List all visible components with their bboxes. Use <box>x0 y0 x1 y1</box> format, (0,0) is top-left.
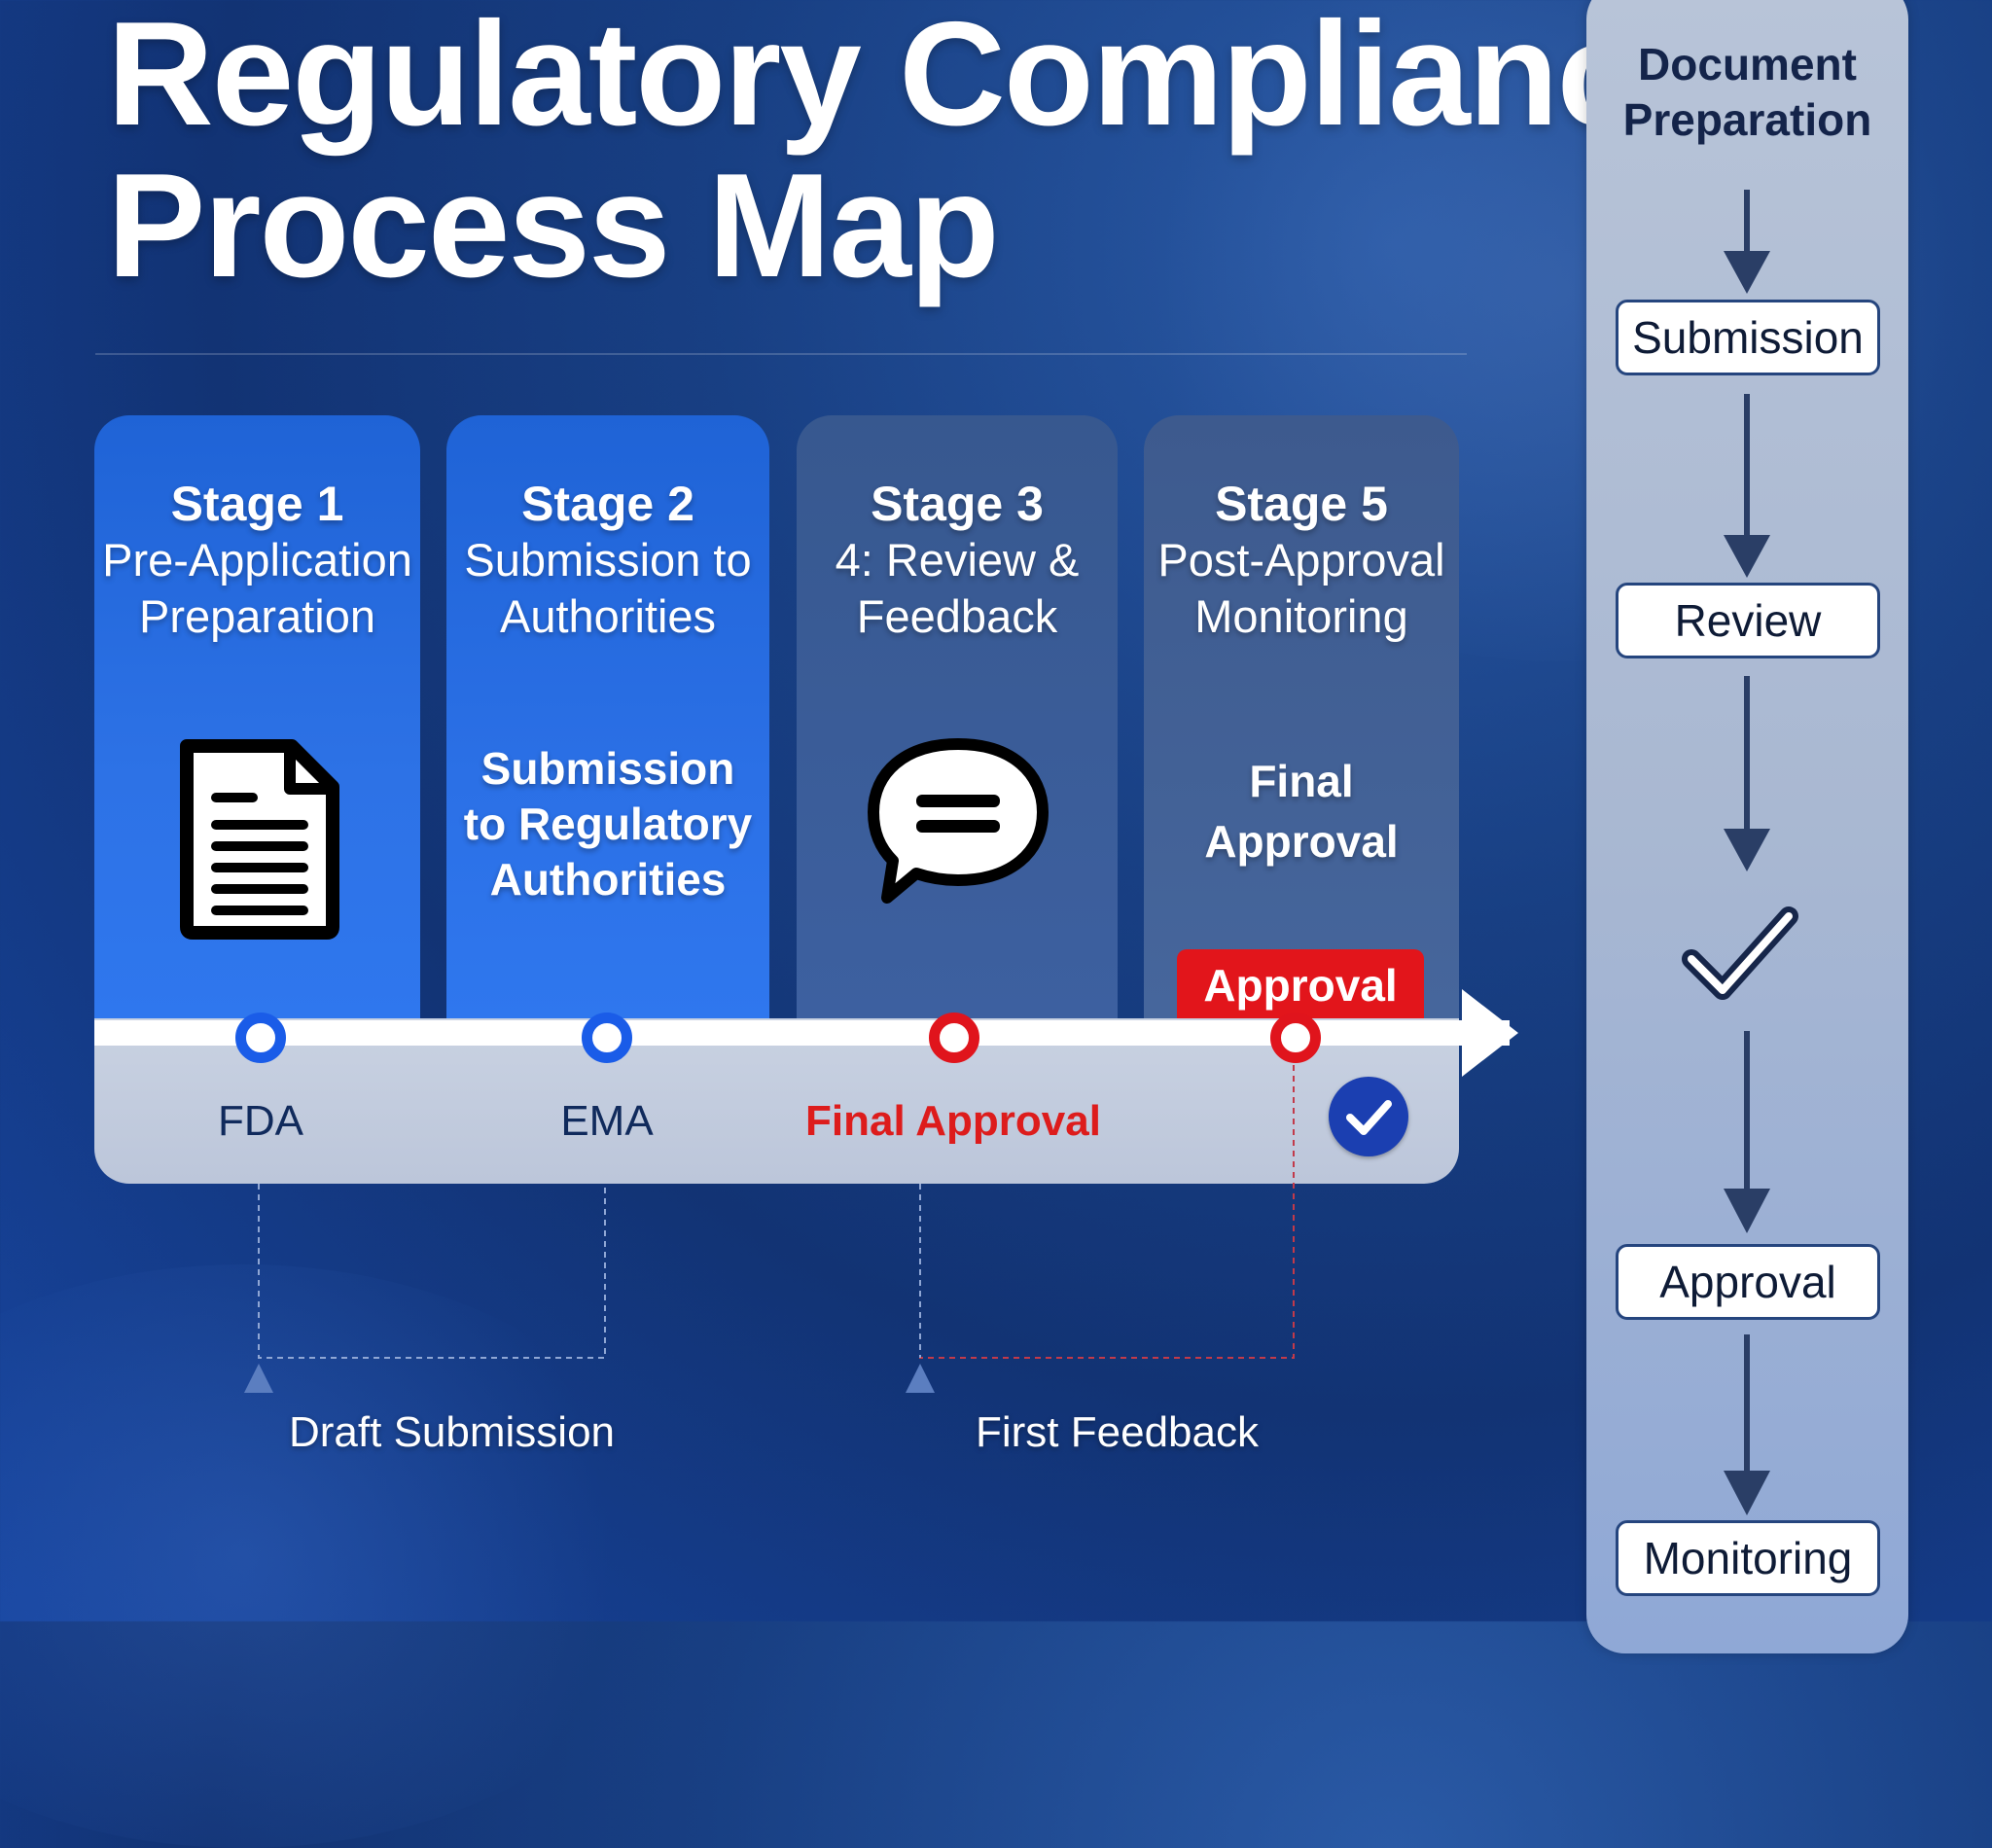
side-step-review: Review <box>1616 583 1880 658</box>
triangle-marker-icon <box>244 1364 273 1393</box>
speech-bubble-icon <box>868 738 1049 904</box>
stage-5-body: Final Approval <box>1204 756 1399 867</box>
bottom-label-draft-submission: Draft Submission <box>289 1408 616 1456</box>
stage-3-subtitle: 4: Review & Feedback <box>835 534 1080 642</box>
stage-5-heading: Stage 5 <box>1215 477 1388 531</box>
stage-5-card: Stage 5 Post-Approval Monitoring Final A… <box>1144 415 1459 1018</box>
stage-3-heading: Stage 3 <box>871 477 1044 531</box>
timeline-arrow-icon <box>1462 989 1518 1077</box>
bottom-label-first-feedback: First Feedback <box>976 1408 1259 1456</box>
page-title-line-2: Process Map <box>107 143 1000 308</box>
side-step-monitoring: Monitoring <box>1616 1520 1880 1596</box>
stage-2-heading: Stage 2 <box>521 477 694 531</box>
side-step-approval: Approval <box>1616 1244 1880 1320</box>
connector-lines <box>244 1063 1295 1393</box>
page-title: Regulatory Compliance Process Map <box>107 0 1720 308</box>
triangle-marker-icon <box>906 1364 935 1393</box>
stage-5-subtitle: Post-Approval Monitoring <box>1157 534 1445 642</box>
arrow-down-icon <box>1724 1471 1770 1515</box>
timeline-node-2 <box>582 1013 632 1063</box>
timeline-node-1 <box>235 1013 286 1063</box>
stage-1-card: Stage 1 Pre-Application Preparation <box>94 415 420 1018</box>
arrow-down-icon <box>1724 251 1770 294</box>
stage-1-heading: Stage 1 <box>170 477 344 531</box>
approval-tag: Approval <box>1177 949 1424 1021</box>
page-title-line-1: Regulatory Compliance <box>107 0 1720 157</box>
stage-3-card: Stage 3 4: Review & Feedback <box>797 415 1118 1018</box>
timeline-label-fda: FDA <box>218 1097 303 1145</box>
checkmark-icon <box>1682 906 1798 1000</box>
timeline-node-4 <box>1270 1013 1321 1063</box>
side-step-submission: Submission <box>1616 300 1880 375</box>
arrow-down-icon <box>1724 829 1770 871</box>
stage-2-card: Stage 2 Submission to Authorities Submis… <box>446 415 769 1018</box>
arrow-down-icon <box>1724 1189 1770 1233</box>
check-circle-icon <box>1329 1077 1408 1156</box>
stage-2-subtitle: Submission to Authorities <box>464 534 752 642</box>
document-icon <box>180 739 339 940</box>
timeline-node-3 <box>929 1013 979 1063</box>
stage-1-subtitle: Pre-Application Preparation <box>102 534 412 642</box>
stage-2-body: Submission to Regulatory Authorities <box>463 743 753 905</box>
arrow-down-icon <box>1724 535 1770 578</box>
side-flow-arrows <box>1724 190 1770 1515</box>
title-divider <box>95 353 1467 355</box>
timeline-label-final-approval: Final Approval <box>805 1097 1101 1145</box>
timeline-label-ema: EMA <box>560 1097 654 1145</box>
side-flow-title: Document Preparation <box>1622 39 1872 145</box>
timeline-panel <box>94 1018 1459 1184</box>
